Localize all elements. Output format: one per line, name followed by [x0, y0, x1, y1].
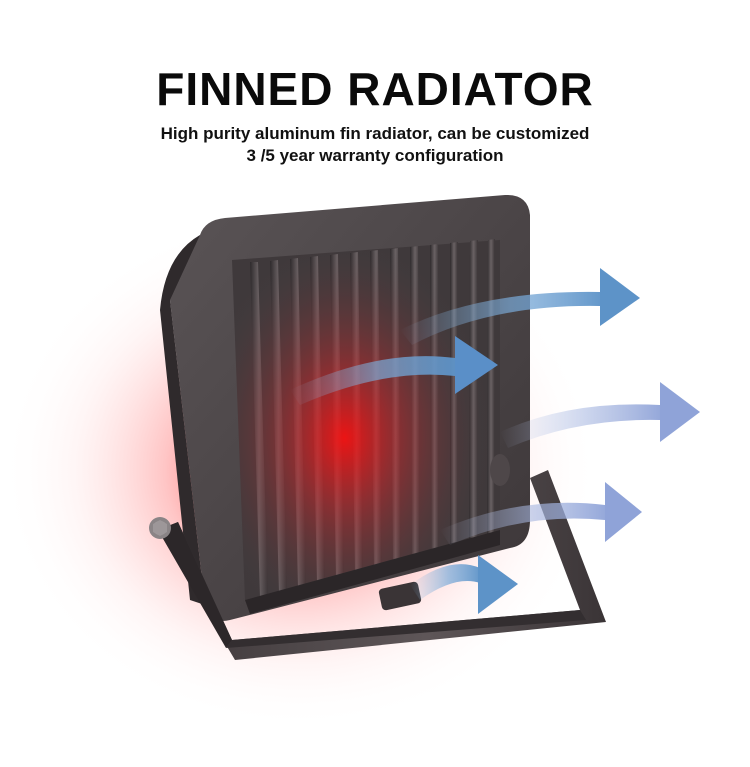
subtitle-line-1: High purity aluminum fin radiator, can b…: [160, 124, 590, 143]
finned-heatsink-icon: [160, 194, 530, 622]
product-illustration: [0, 194, 700, 730]
bolt-icon: [149, 517, 171, 539]
page-title: FINNED RADIATOR: [156, 63, 594, 115]
mounting-bracket-icon: [158, 454, 606, 660]
airflow-arrow-icon: [290, 268, 700, 614]
subtitle-line-2: 3 /5 year warranty configuration: [246, 146, 504, 165]
